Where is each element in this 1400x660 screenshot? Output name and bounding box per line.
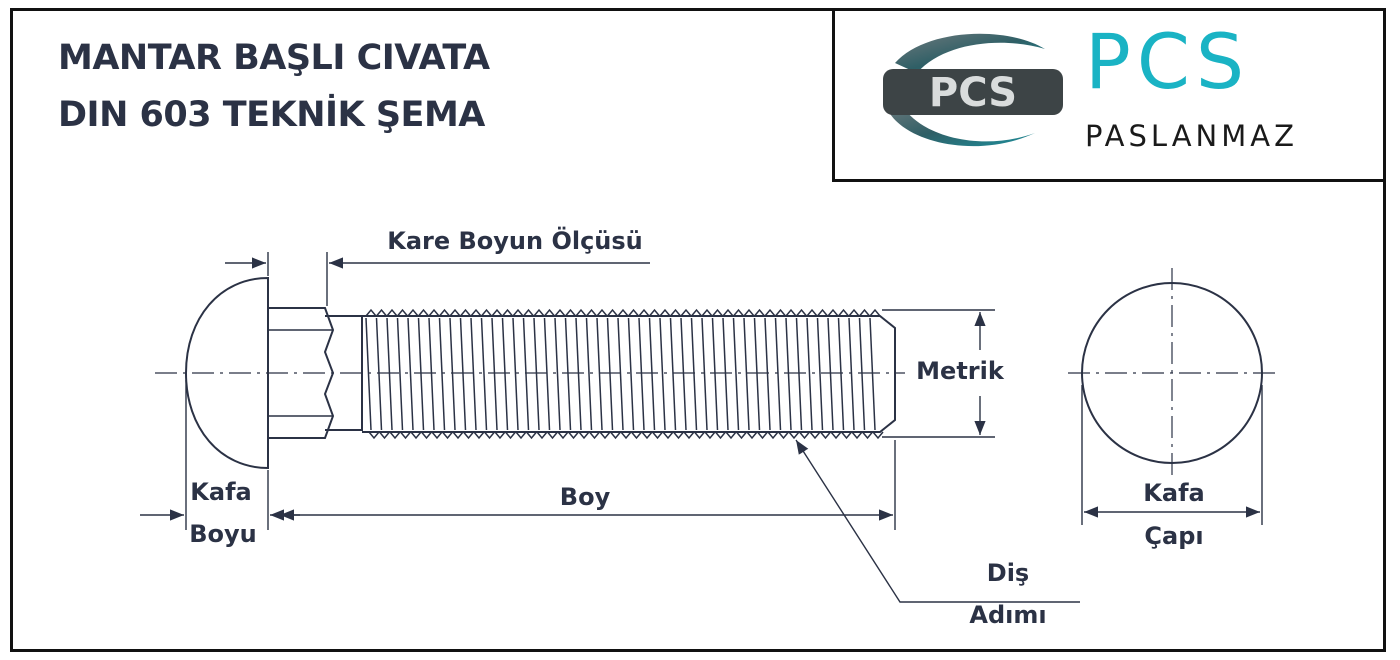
thread-body (362, 315, 896, 433)
emblem-text: PCS (929, 70, 1017, 116)
label-kafa-capi-1: Kafa (1143, 479, 1205, 507)
label-kafa-capi-2: Çapı (1144, 522, 1204, 550)
square-neck (267, 307, 335, 439)
label-kafa-boyu-1: Kafa (190, 478, 252, 506)
shank-transition (325, 315, 363, 431)
label-metrik: Metrik (916, 357, 1004, 385)
brand-name: PCS (1085, 17, 1251, 106)
title-line-2: DIN 603 TEKNİK ŞEMA (58, 95, 485, 135)
bolt-head (184, 276, 269, 470)
thread-lines (365, 308, 884, 440)
logo-box: PCS PCS PASLANMAZ (832, 8, 1386, 182)
brand-subtitle: PASLANMAZ (1085, 119, 1298, 153)
label-dis-1: Diş (986, 559, 1030, 587)
title-line-1: MANTAR BAŞLI CIVATA (58, 38, 490, 78)
pcs-emblem-icon: PCS (883, 33, 1063, 147)
label-kafa-boyu-2: Boyu (189, 520, 257, 548)
label-boy: Boy (559, 483, 611, 511)
label-dis-2: Adımı (969, 601, 1047, 629)
dis-adimi-leader (795, 439, 1080, 603)
label-kare-boyun: Kare Boyun Ölçüsü (387, 227, 643, 255)
diagram-frame (10, 8, 1386, 652)
